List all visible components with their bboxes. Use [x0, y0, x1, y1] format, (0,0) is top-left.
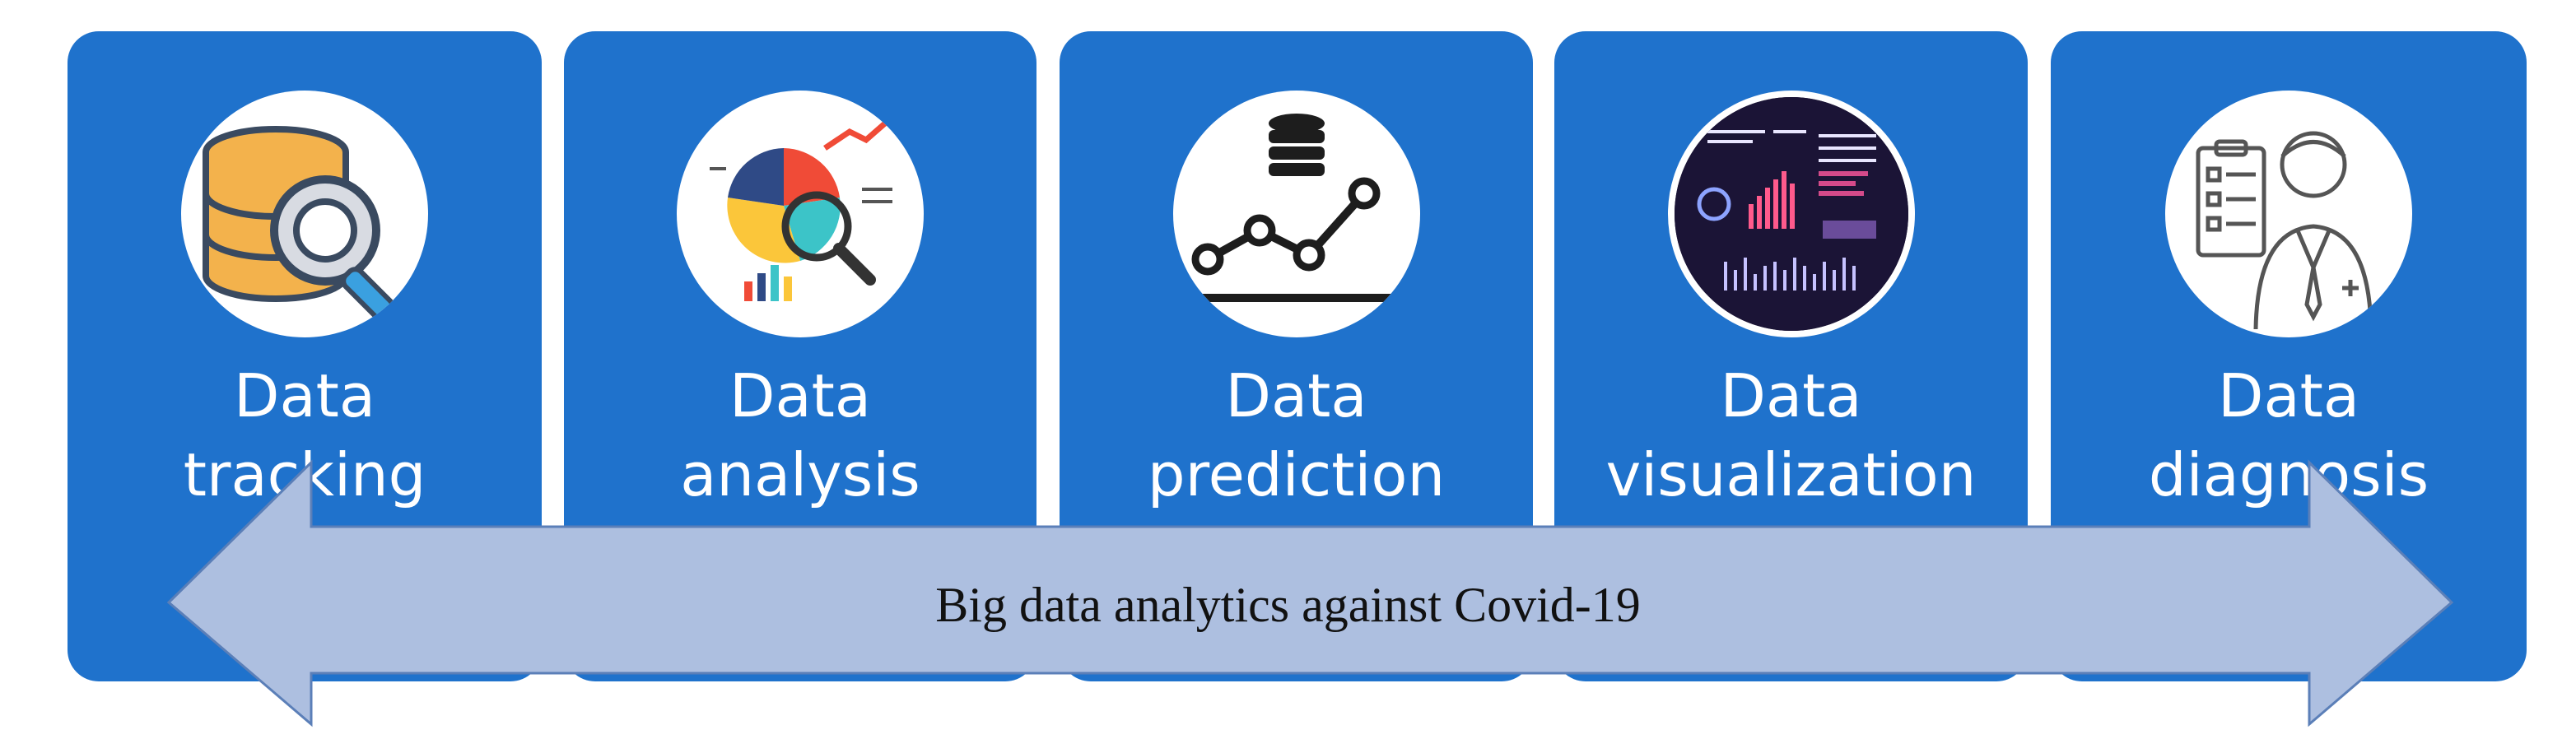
card-label-line2: visualization: [1605, 440, 1977, 509]
arrow-label: Big data analytics against Covid-19: [935, 578, 1641, 632]
card-label: Data tracking: [68, 356, 542, 514]
card-label: Data prediction: [1060, 356, 1533, 514]
card-label: Data analysis: [564, 356, 1036, 514]
database-trend-icon: [1172, 91, 1420, 337]
dashboard-icon: [1667, 91, 1915, 337]
card-label-line1: Data: [234, 361, 375, 430]
pie-chart-magnifier-icon: [677, 91, 924, 337]
doctor-clipboard-icon: [2165, 91, 2412, 337]
card-label-line2: analysis: [680, 440, 920, 509]
card-label-line1: Data: [729, 361, 871, 430]
card-label-line2: prediction: [1147, 440, 1446, 509]
card-label: Data diagnosis: [2051, 356, 2527, 514]
card-label-line1: Data: [1225, 361, 1367, 430]
card-label-line1: Data: [2218, 361, 2359, 430]
card-data-tracking: Data tracking: [68, 31, 542, 681]
card-label-line1: Data: [1720, 361, 1862, 430]
database-search-icon: [181, 91, 428, 337]
card-label-line2: tracking: [183, 440, 426, 509]
card-label-line2: diagnosis: [2148, 440, 2429, 509]
card-label: Data visualization: [1554, 356, 2028, 514]
